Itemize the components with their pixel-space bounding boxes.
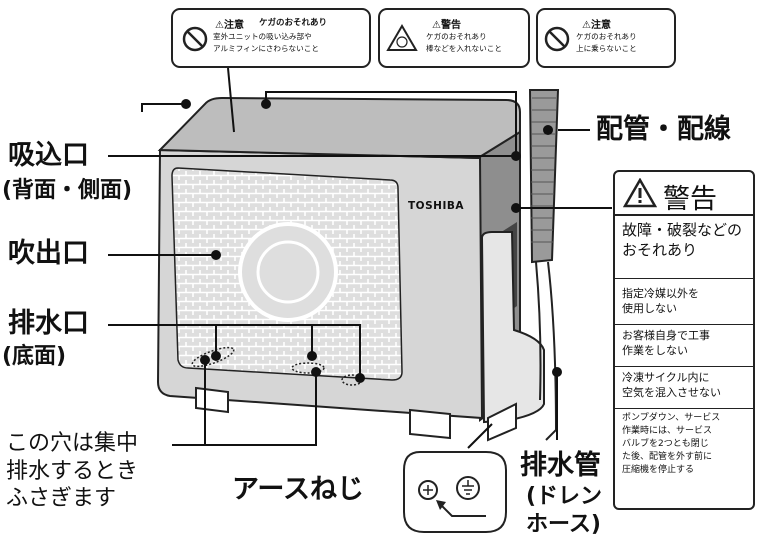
drain-note-line: ふさぎます xyxy=(6,486,117,511)
unit-foot xyxy=(195,386,229,414)
drain-note: この穴は集中 排水するとき ふさぎます xyxy=(6,430,138,513)
drain-port-label: 排水口 xyxy=(8,308,89,339)
caution-line: アルミフィンにさわらないこと xyxy=(213,44,319,53)
unit-foot xyxy=(487,402,517,442)
earth-screw-bubble xyxy=(403,451,507,533)
drain-note-line: この穴は集中 xyxy=(6,431,139,456)
drain-note-line: 排水するとき xyxy=(6,458,139,484)
arrow-icon xyxy=(439,503,486,517)
caution-title-sub: ケガのおそれあり xyxy=(259,18,328,28)
prohibition-icon xyxy=(182,26,208,52)
piping-hose xyxy=(528,89,560,264)
warning-label-fan: ⚠警告 ケガのおそれあり 棒などを入れないこと xyxy=(378,8,530,68)
drain-pipe-label: 排水管 xyxy=(520,450,601,481)
brand-logo: TOSHIBA xyxy=(408,200,464,212)
warning-panel-header: 警告 xyxy=(615,172,753,216)
caution-label-intake: ⚠注意 ケガのおそれあり 室外ユニットの吸い込み部や アルミフィンにさわらないこ… xyxy=(171,8,371,68)
leader-dots xyxy=(181,99,562,383)
heading-line: 故障・破裂などの xyxy=(622,221,743,239)
intake-label: 吸込口 xyxy=(8,140,89,171)
unit-foot xyxy=(409,408,451,440)
piping-cover xyxy=(480,231,545,424)
drain-hose xyxy=(545,261,558,441)
caution-line: ケガのおそれあり xyxy=(576,32,637,41)
warning-line: 棒などを入れないこと xyxy=(426,44,502,53)
piping-label: 配管・配線 xyxy=(596,114,731,145)
warning-item: ポンプダウン、サービス 作業時には、サービス バルブを2つとも閉じ た後、配管を… xyxy=(615,412,753,477)
caution-title: ⚠注意 xyxy=(215,20,244,31)
warning-item-line: 圧縮機を停止する xyxy=(622,465,695,476)
warning-item: 指定冷媒以外を 使用しない xyxy=(615,286,753,325)
heading-line: おそれあり xyxy=(622,241,698,260)
earth-screw-label: アースねじ xyxy=(232,474,365,505)
intake-sub-label: (背面・側面) xyxy=(2,178,133,203)
unit-top-panel xyxy=(157,96,521,160)
caution-line: 室外ユニットの吸い込み部や xyxy=(213,32,312,41)
outlet-label: 吹出口 xyxy=(8,238,89,269)
earth-symbol-icon xyxy=(456,476,480,500)
warning-item-line: お客様自身で工事 xyxy=(622,329,710,342)
warning-panel-heading: 故障・破裂などの おそれあり xyxy=(615,220,753,279)
fan-warning-icon xyxy=(386,24,418,51)
warning-panel-title: 警告 xyxy=(663,184,717,215)
warning-item-line: た後、配管を外す前に xyxy=(622,452,713,463)
leader-lines xyxy=(108,67,612,491)
prohibition-icon xyxy=(544,26,570,52)
drain-hose-label: (ドレン xyxy=(526,484,603,509)
drain-port-sub-label: (底面) xyxy=(2,344,67,369)
caution-line: 上に乗らないこと xyxy=(576,44,637,53)
warning-item-line: ポンプダウン、サービス xyxy=(622,413,721,423)
warning-item: お客様自身で工事 作業をしない xyxy=(615,328,753,367)
warning-item-line: 作業をしない xyxy=(622,344,688,358)
warning-item-line: 冷凍サイクル内に xyxy=(622,371,710,384)
warning-item-line: 使用しない xyxy=(622,302,677,316)
drain-hose-label: ホース) xyxy=(526,512,601,537)
warning-item: 冷凍サイクル内に 空気を混入させない xyxy=(615,370,753,409)
warning-item-line: 作業時には、サービス xyxy=(622,426,713,437)
caution-title: ⚠注意 xyxy=(582,20,611,31)
warning-item-line: バルブを2つとも閉じ xyxy=(622,439,709,450)
warning-item-line: 空気を混入させない xyxy=(622,386,721,400)
caution-label-top: ⚠注意 ケガのおそれあり 上に乗らないこと xyxy=(536,8,676,68)
fan-hub xyxy=(238,222,338,322)
warning-triangle-icon xyxy=(623,178,657,208)
warning-line: ケガのおそれあり xyxy=(426,32,487,41)
warning-panel: 警告 故障・破裂などの おそれあり 指定冷媒以外を 使用しない お客様自身で工事… xyxy=(613,170,755,510)
warning-title: ⚠警告 xyxy=(432,20,461,31)
warning-item-line: 指定冷媒以外を xyxy=(622,287,699,300)
